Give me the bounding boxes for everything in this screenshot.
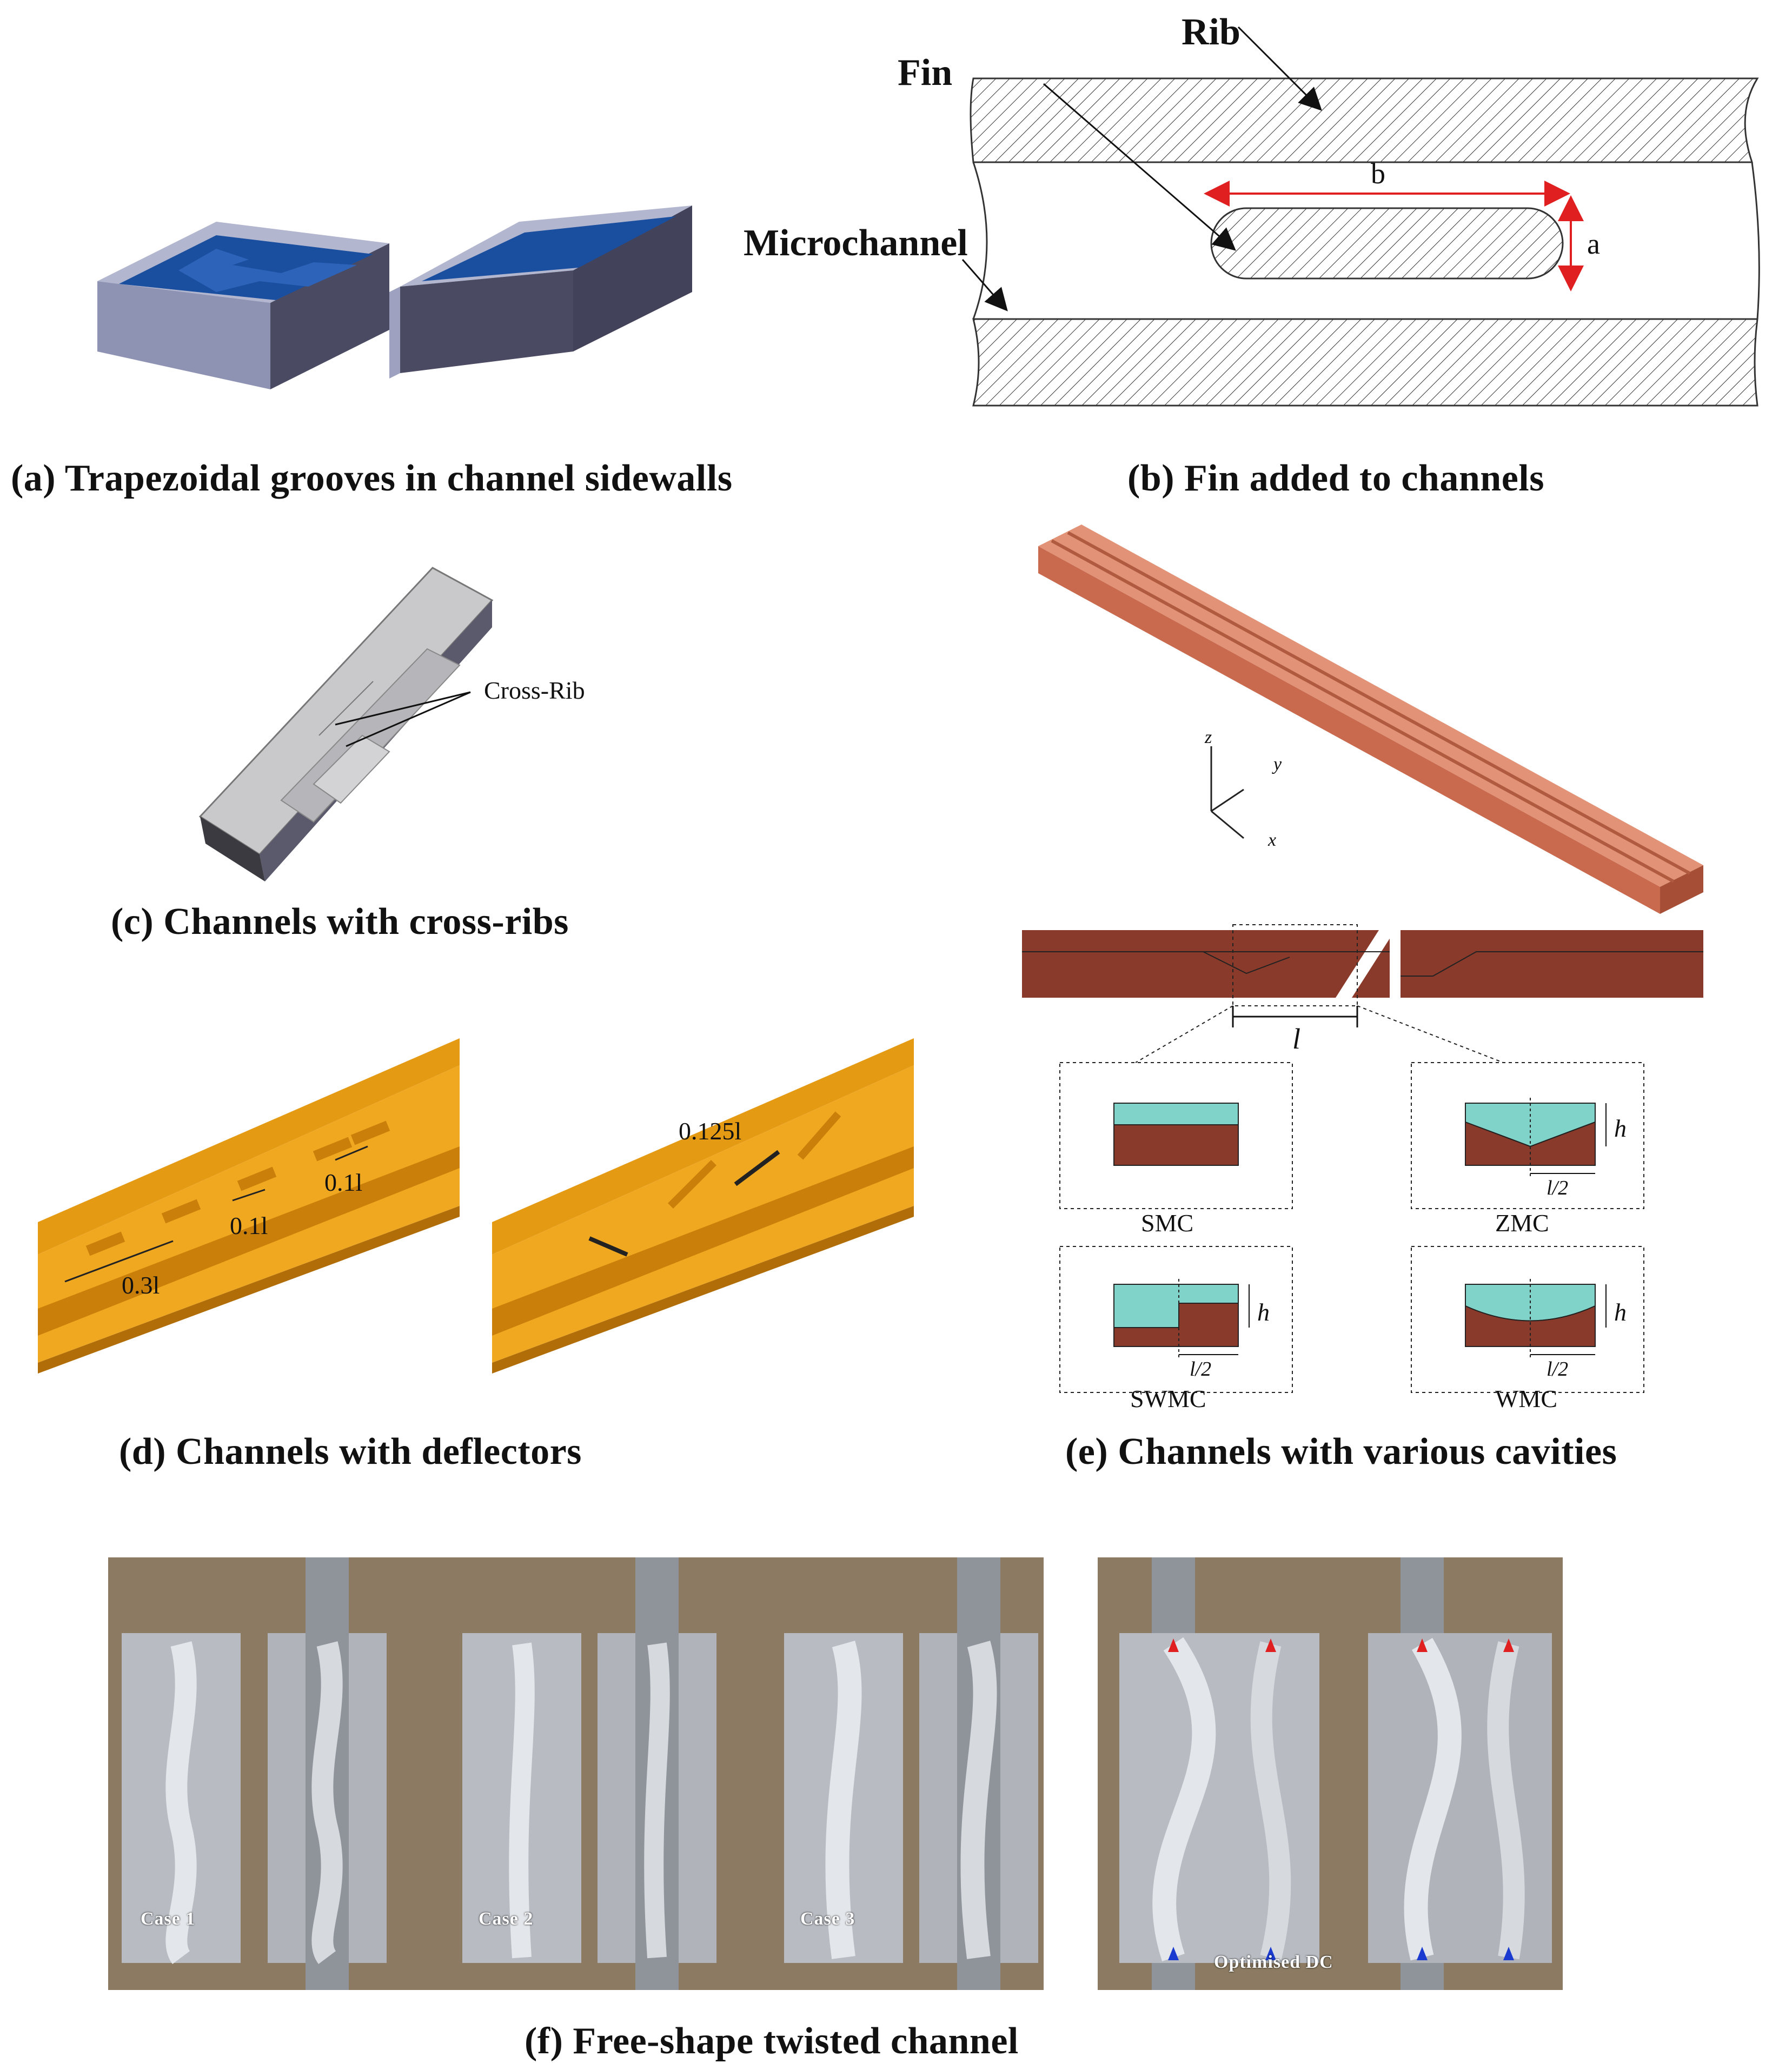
label-deflector-0-3l: 0.3l: [122, 1271, 160, 1299]
label-case-1: Case 1: [141, 1909, 196, 1929]
label-half-l-zmc: l/2: [1547, 1177, 1569, 1199]
label-h-swmc: h: [1257, 1298, 1270, 1326]
axis-label-z: z: [1205, 727, 1212, 747]
label-half-l-wmc: l/2: [1547, 1358, 1569, 1381]
panel-a: [54, 173, 757, 443]
label-smc: SMC: [1141, 1209, 1194, 1237]
panel-f-left-photo: [108, 1557, 1044, 1990]
label-deflector-0-1l-b: 0.1l: [324, 1169, 363, 1196]
twisted-channel-photo-cases: [108, 1557, 1044, 1990]
caption-a: (a) Trapezoidal grooves in channel sidew…: [11, 457, 733, 499]
label-dim-a: a: [1587, 228, 1600, 260]
label-deflector-0-125l: 0.125l: [679, 1117, 742, 1145]
label-fin: Fin: [898, 52, 953, 94]
fin-microchannel-diagram: [961, 26, 1760, 407]
trapezoidal-groove-blocks-illustration: [97, 205, 692, 389]
label-deflector-0-1l-a: 0.1l: [230, 1212, 268, 1239]
optimised-dc-photo: [1098, 1557, 1563, 1990]
panel-b: [961, 26, 1774, 422]
panel-d: [32, 1027, 919, 1379]
label-h-wmc: h: [1614, 1298, 1627, 1326]
caption-d: (d) Channels with deflectors: [119, 1431, 582, 1472]
panel-e-3d: [1027, 503, 1720, 925]
panel-c: [189, 557, 622, 892]
caption-f: (f) Free-shape twisted channel: [525, 2020, 1019, 2062]
label-wmc: WMC: [1495, 1385, 1557, 1412]
axis-label-y: y: [1273, 754, 1282, 774]
cross-rib-channel-illustration: [198, 567, 494, 881]
label-cross-rib: Cross-Rib: [484, 676, 585, 704]
label-zmc: ZMC: [1495, 1209, 1549, 1237]
cavity-channel-3d-illustration: [1038, 525, 1703, 914]
label-case-3: Case 3: [800, 1909, 855, 1929]
caption-c: (c) Channels with cross-ribs: [111, 901, 569, 943]
label-length-l: l: [1292, 1023, 1301, 1055]
label-h-zmc: h: [1614, 1115, 1627, 1142]
label-microchannel: Microchannel: [744, 222, 968, 264]
label-half-l-swmc: l/2: [1190, 1358, 1212, 1381]
label-swmc: SWMC: [1130, 1385, 1206, 1412]
label-optimised-dc: Optimised DC: [1214, 1952, 1333, 1972]
caption-e: (e) Channels with various cavities: [1065, 1431, 1617, 1472]
caption-b: (b) Fin added to channels: [1127, 457, 1544, 499]
cavity-cross-section-diagram: [1022, 924, 1703, 1393]
label-dim-b: b: [1371, 157, 1385, 190]
axis-label-x: x: [1268, 830, 1277, 850]
label-case-2: Case 2: [479, 1909, 534, 1929]
panel-e-cross-section: [1017, 924, 1709, 1411]
deflector-channels-illustration: [38, 1038, 914, 1374]
panel-f-right-photo: [1098, 1557, 1563, 1990]
label-rib: Rib: [1182, 11, 1240, 53]
